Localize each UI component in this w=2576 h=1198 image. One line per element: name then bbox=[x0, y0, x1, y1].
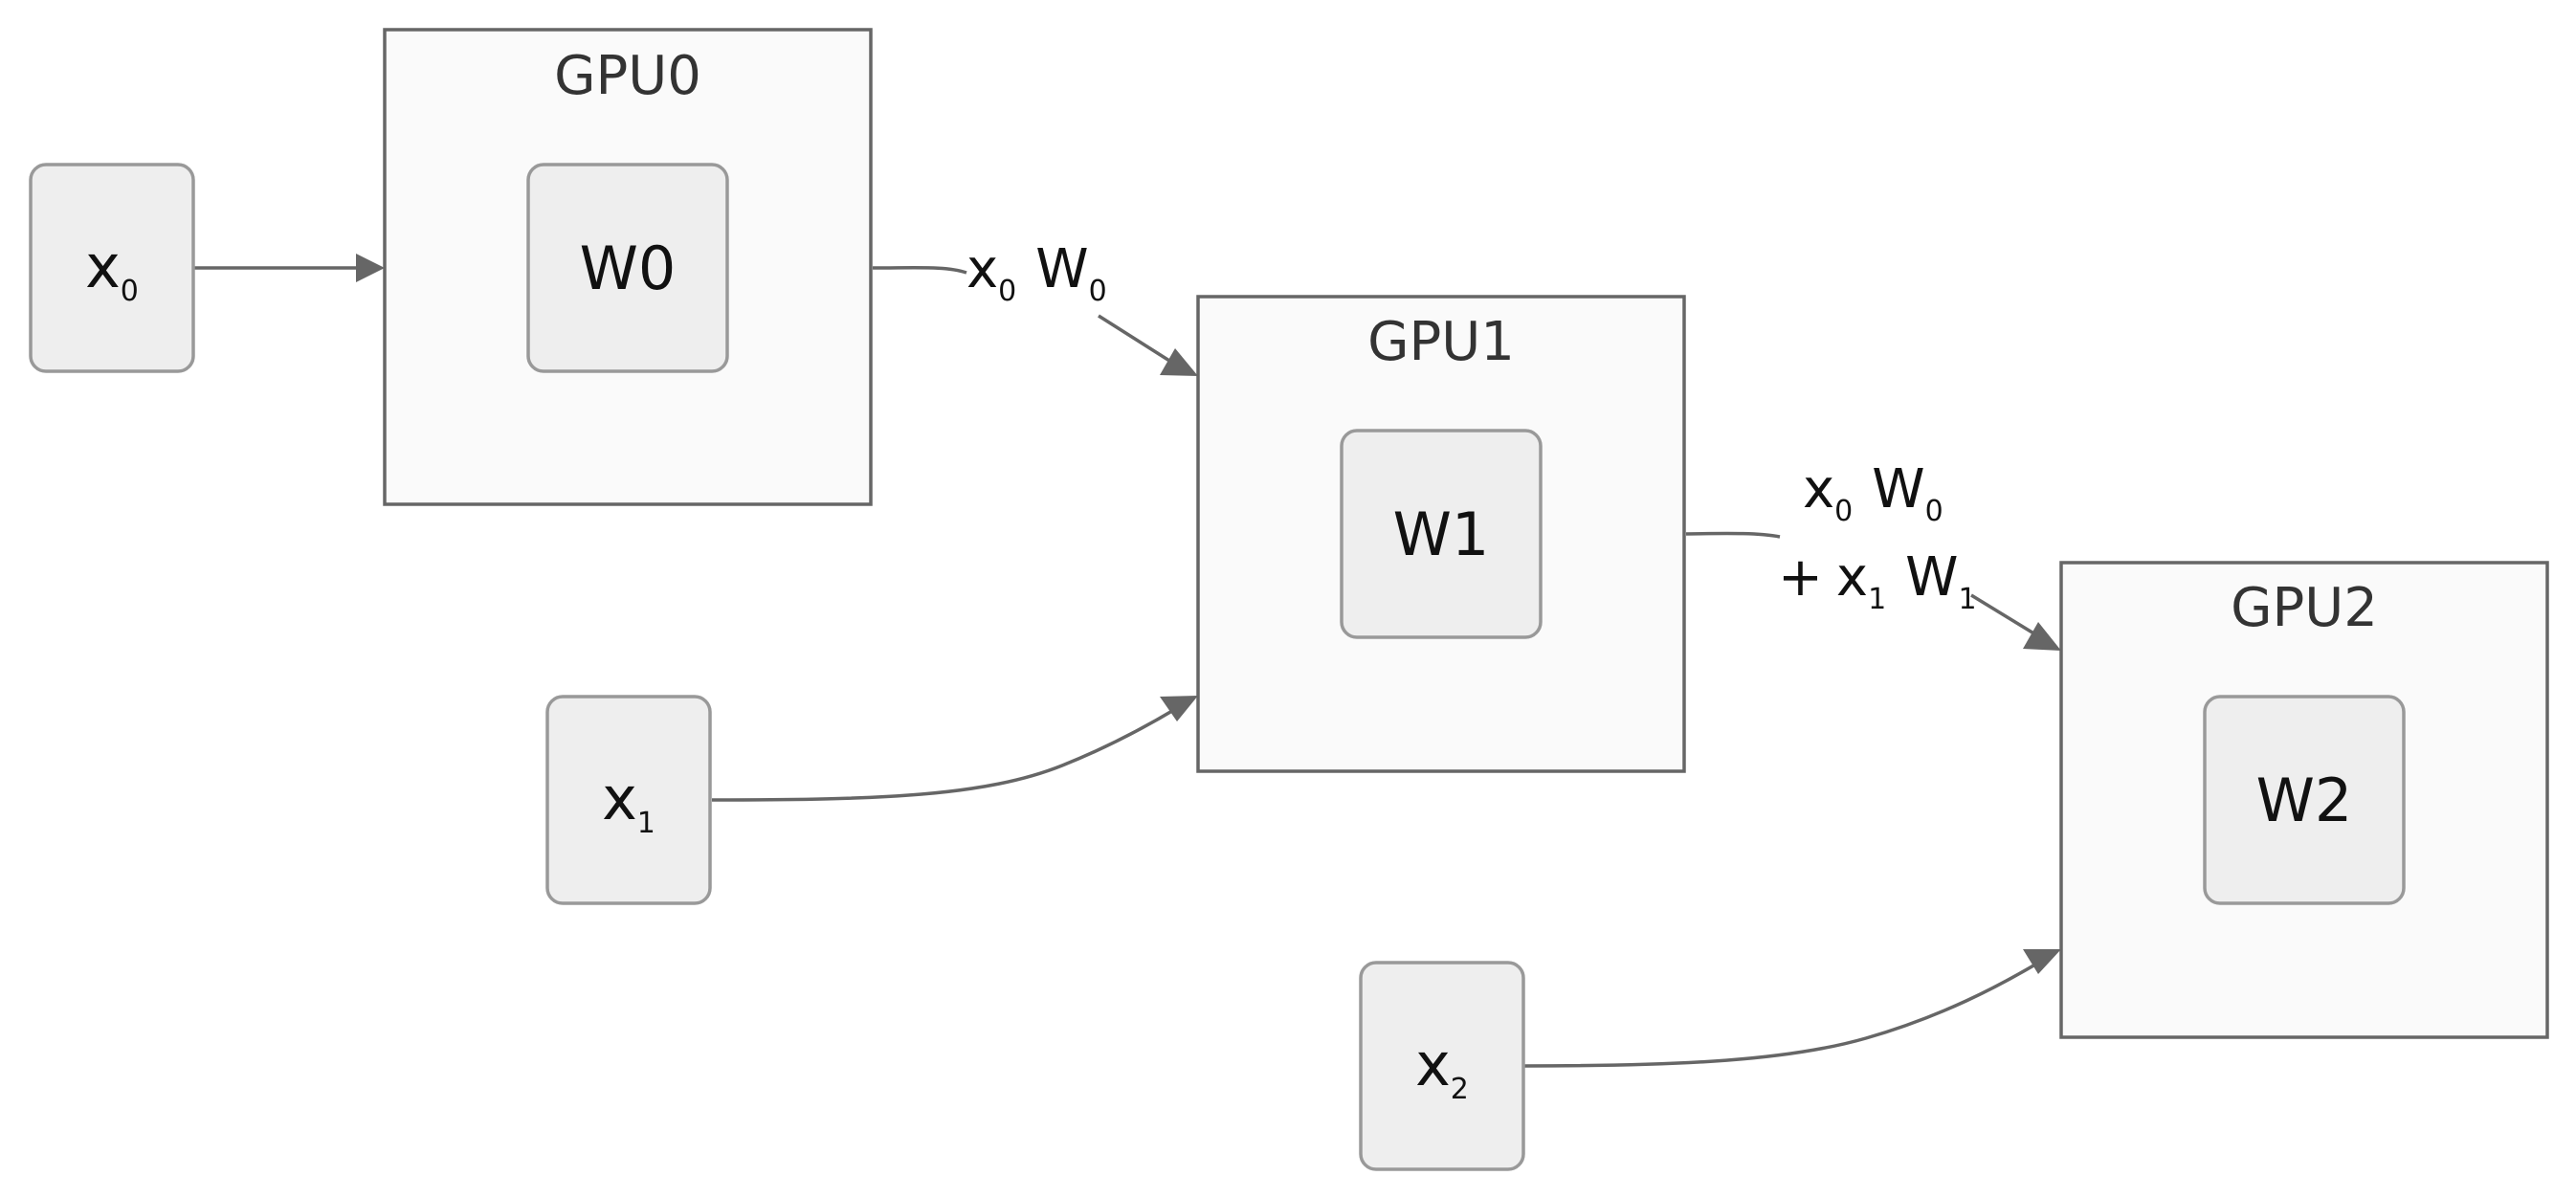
edge-x1-to-gpu1 bbox=[711, 706, 1178, 802]
x1-subscript: 1 bbox=[637, 807, 655, 840]
w0-label: W0 bbox=[580, 233, 677, 303]
edge-label-to-gpu1 bbox=[1098, 314, 1178, 367]
gpu2-title: GPU2 bbox=[2231, 577, 2378, 639]
arrowhead-x0-to-gpu0 bbox=[356, 254, 385, 282]
edge-label-to-gpu2 bbox=[1970, 593, 2041, 639]
edge-gpu0-to-label bbox=[872, 265, 967, 275]
x1-base: x bbox=[602, 764, 637, 833]
arrowhead-x1-to-gpu1 bbox=[1160, 696, 1198, 721]
input-x1-node: x1 bbox=[545, 695, 712, 905]
edges bbox=[193, 254, 2061, 1068]
x1-box bbox=[545, 695, 712, 905]
input-x2-node: x2 bbox=[1359, 961, 1525, 1171]
arrowhead-gpu0-to-gpu1 bbox=[1160, 348, 1198, 376]
x1-label: x1 bbox=[602, 764, 655, 840]
w1-box bbox=[1340, 429, 1543, 639]
gpu2-node: GPU2 W2 bbox=[2059, 561, 2549, 1039]
edge-gpu1-to-label bbox=[1685, 531, 1781, 539]
x2-base: x bbox=[1415, 1030, 1451, 1099]
x2-box bbox=[1359, 961, 1525, 1171]
w1-label: W1 bbox=[1393, 499, 1490, 569]
w0-box bbox=[526, 163, 729, 373]
x2-subscript: 2 bbox=[1451, 1073, 1469, 1106]
w2-label: W2 bbox=[2256, 765, 2353, 835]
gpu0-title: GPU0 bbox=[554, 45, 701, 107]
arrowhead-gpu1-to-gpu2 bbox=[2023, 622, 2061, 651]
input-x0-node: x0 bbox=[29, 163, 195, 373]
w2-box bbox=[2203, 695, 2406, 905]
x0-box bbox=[29, 163, 195, 373]
x0-label: x0 bbox=[85, 232, 139, 308]
x0-subscript: 0 bbox=[121, 275, 139, 308]
gpu1-node: GPU1 W1 bbox=[1196, 295, 1686, 773]
arrowhead-x2-to-gpu2 bbox=[2023, 949, 2061, 974]
gpu1-title: GPU1 bbox=[1367, 311, 1515, 373]
x0-base: x bbox=[85, 232, 121, 301]
edge-x2-to-gpu2 bbox=[1522, 960, 2041, 1068]
x2-label: x2 bbox=[1415, 1030, 1469, 1106]
gpu0-node: GPU0 W0 bbox=[383, 28, 873, 506]
